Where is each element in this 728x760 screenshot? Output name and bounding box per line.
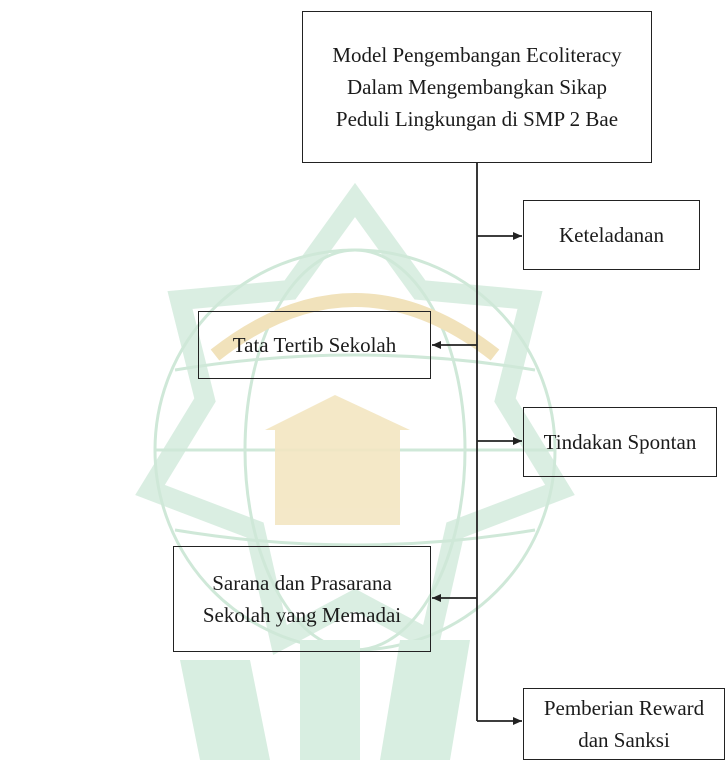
node-reward-sanksi: Pemberian Reward dan Sanksi bbox=[523, 688, 725, 760]
node-sarana-prasarana: Sarana dan Prasarana Sekolah yang Memada… bbox=[173, 546, 431, 652]
root-node: Model Pengembangan Ecoliteracy Dalam Men… bbox=[302, 11, 652, 163]
node-tindakan-spontan: Tindakan Spontan bbox=[523, 407, 717, 477]
node-tata-tertib-sekolah: Tata Tertib Sekolah bbox=[198, 311, 431, 379]
node-keteladanan: Keteladanan bbox=[523, 200, 700, 270]
